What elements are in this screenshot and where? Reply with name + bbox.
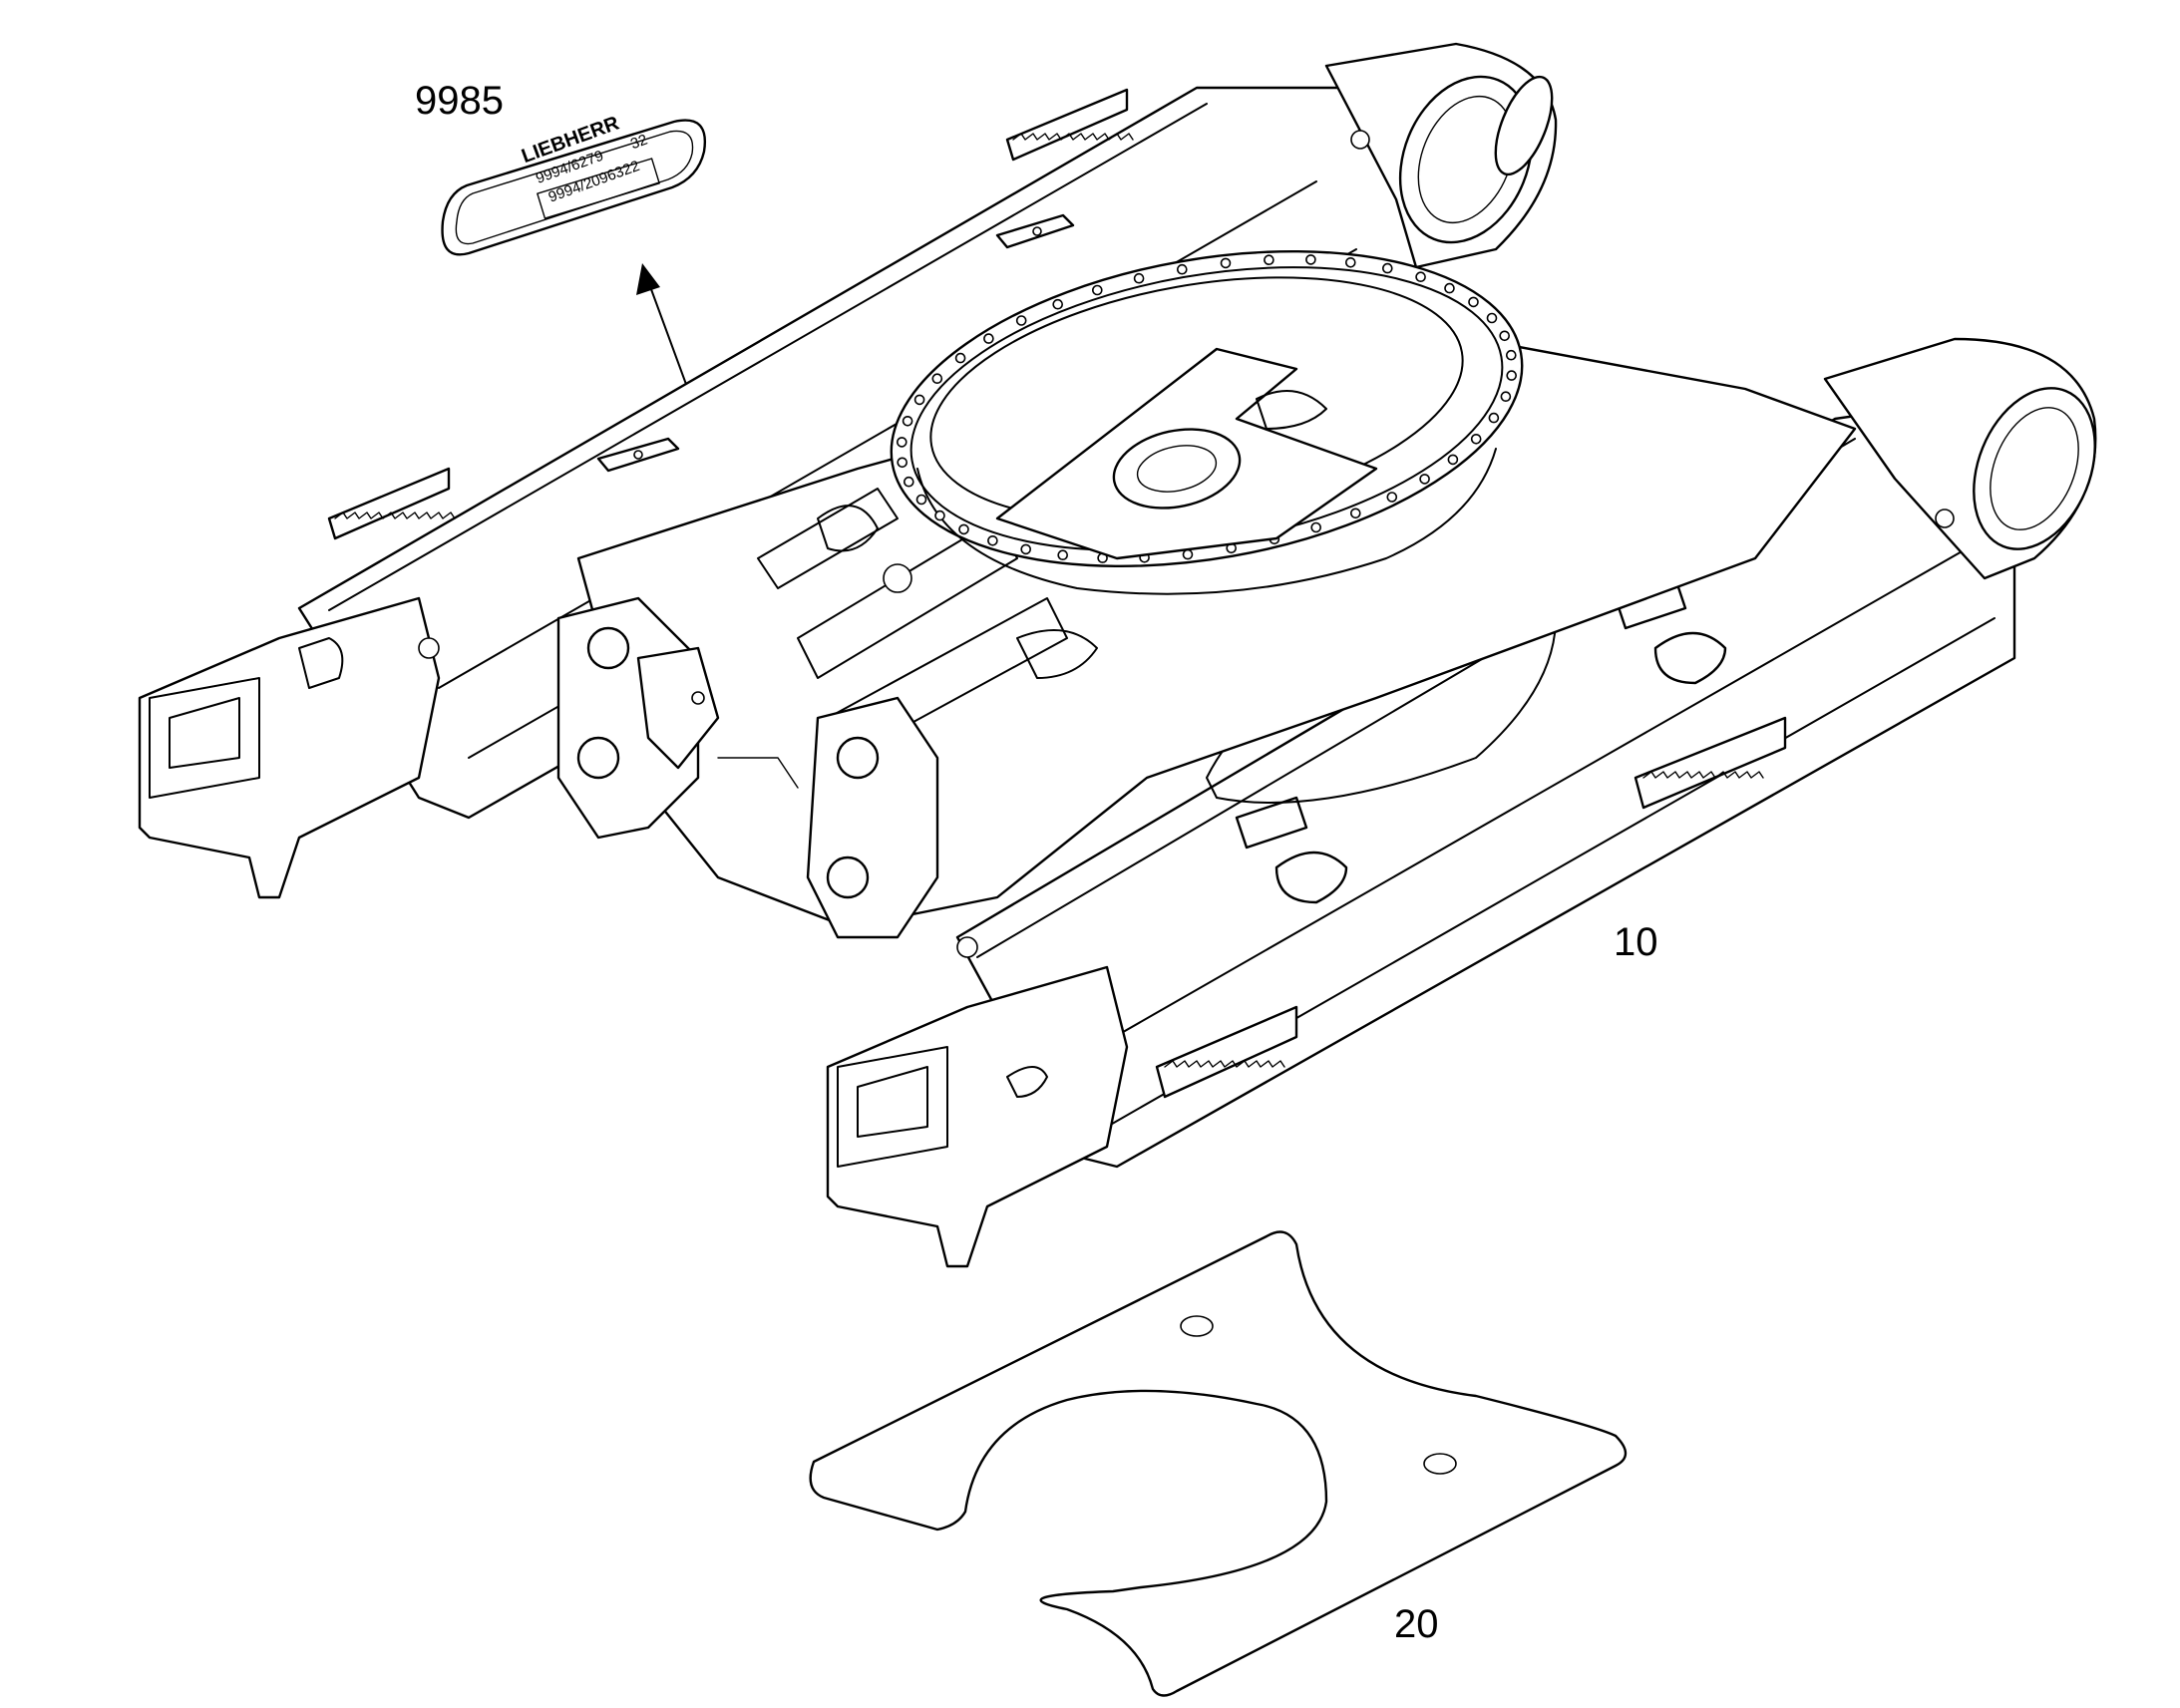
ring-bolt-hole bbox=[1506, 349, 1517, 361]
ring-bolt-hole bbox=[1386, 492, 1398, 503]
nameplate-part: LIEBHERR 9994/6279 32 9994/2096322 bbox=[441, 112, 707, 256]
ring-bolt-hole bbox=[1499, 330, 1510, 342]
ring-bolt-hole bbox=[983, 333, 994, 344]
ring-bolt-hole bbox=[1052, 298, 1063, 310]
slewing-ring bbox=[890, 249, 1524, 595]
ring-bolt-hole bbox=[1506, 370, 1517, 381]
ring-bolt-hole bbox=[958, 523, 969, 535]
ring-bolt-hole bbox=[1133, 272, 1145, 284]
ring-bolt-hole bbox=[1486, 312, 1498, 324]
ring-bolt-hole bbox=[1444, 282, 1455, 294]
ring-bolt-hole bbox=[902, 415, 913, 427]
ring-bolt-hole bbox=[1415, 271, 1426, 283]
ring-bolt-hole bbox=[1447, 454, 1459, 466]
callout-9985: 9985 bbox=[415, 79, 504, 123]
ring-bolt-hole bbox=[1310, 521, 1321, 533]
right-track-frame bbox=[826, 337, 2097, 1268]
ring-bolt-hole bbox=[913, 394, 925, 406]
ring-bolt-hole bbox=[1500, 391, 1512, 403]
ring-bolt-hole bbox=[1092, 284, 1103, 296]
ring-bolt-hole bbox=[1015, 315, 1027, 326]
ring-bolt-hole bbox=[1264, 254, 1274, 266]
ring-bolt-hole bbox=[896, 437, 908, 448]
ring-bolt-hole bbox=[915, 494, 927, 506]
ring-bolt-hole bbox=[1057, 549, 1068, 561]
ring-bolt-hole bbox=[1470, 433, 1482, 445]
ring-bolt-hole bbox=[1305, 254, 1316, 265]
ring-bolt-hole bbox=[931, 373, 943, 385]
ring-bolt-hole bbox=[954, 352, 966, 364]
center-carbody bbox=[556, 337, 1857, 939]
ring-bolt-hole bbox=[1020, 543, 1031, 555]
ring-bolt-hole bbox=[1345, 256, 1356, 268]
ring-bolt-hole bbox=[1419, 474, 1430, 485]
ring-bolt-hole bbox=[1350, 508, 1361, 519]
ring-bolt-holes bbox=[896, 254, 1517, 563]
ring-bolt-hole bbox=[1382, 262, 1393, 274]
ring-bolt-hole bbox=[934, 510, 945, 521]
callout-10: 10 bbox=[1614, 920, 1658, 964]
callout-20: 20 bbox=[1394, 1602, 1439, 1646]
ring-bolt-hole bbox=[1177, 263, 1188, 275]
ring-bolt-hole bbox=[1468, 296, 1479, 308]
ring-bolt-hole bbox=[897, 457, 908, 469]
ring-bolt-hole bbox=[1488, 412, 1500, 424]
ring-bolt-hole bbox=[1220, 257, 1232, 269]
ring-bolt-hole bbox=[1182, 548, 1194, 560]
cover-plate-part bbox=[809, 1230, 1628, 1697]
nameplate-line-1-suffix: 32 bbox=[628, 132, 649, 154]
ring-bolt-hole bbox=[903, 476, 914, 488]
undercarriage-frame bbox=[138, 42, 2097, 1268]
ring-bolt-hole bbox=[987, 534, 998, 546]
